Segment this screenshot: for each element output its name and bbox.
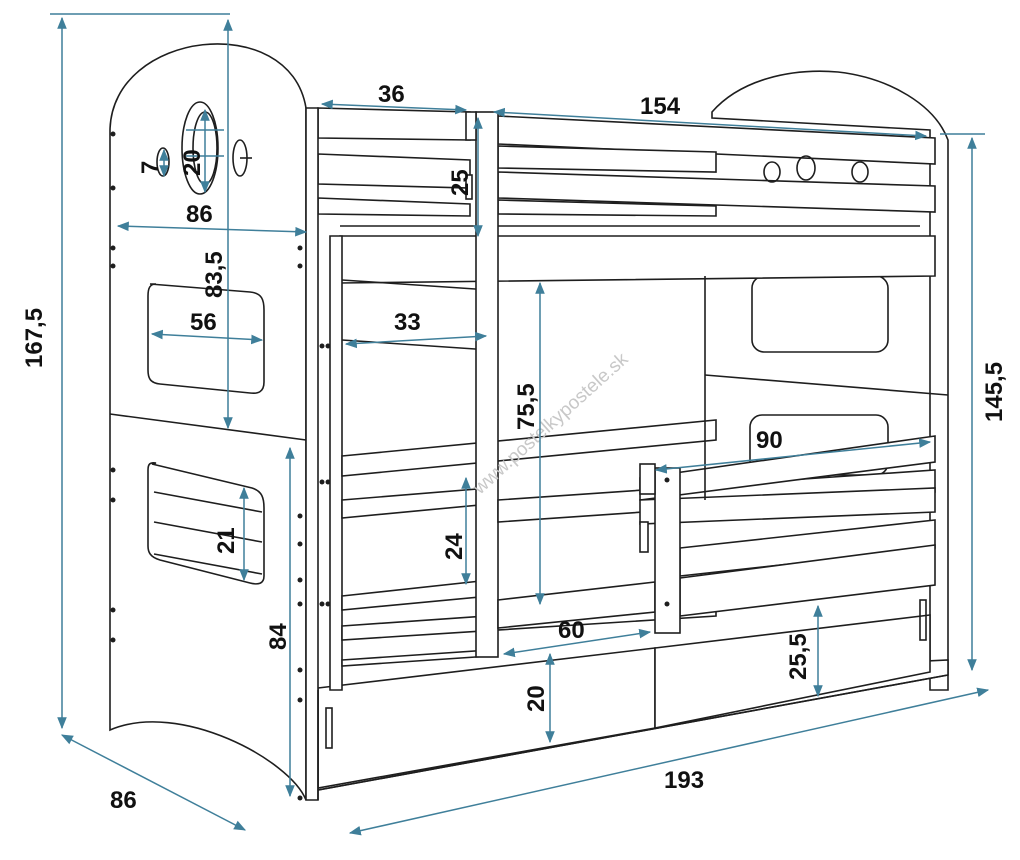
label-ladder-height: 75,5 — [513, 383, 540, 430]
bottom-bunk — [497, 276, 936, 634]
label-window-top-width: 56 — [190, 309, 217, 336]
label-headboard-bottom-height: 84 — [265, 623, 292, 650]
dimension-lines — [50, 13, 990, 836]
label-bottom-gap-width: 60 — [558, 617, 585, 644]
label-window-bottom-height: 21 — [213, 527, 240, 554]
label-drawer-height-left: 20 — [523, 685, 550, 712]
dimension-labels: 167,5 145,5 86 193 86 83,5 84 20 7 56 21… — [21, 81, 1008, 814]
label-headboard-width: 86 — [186, 201, 213, 228]
label-ladder-top-width: 36 — [378, 81, 405, 108]
label-frame-height: 145,5 — [981, 362, 1008, 422]
label-ladder-rung-width: 33 — [394, 309, 421, 336]
label-drawer-height-right: 25,5 — [785, 633, 812, 680]
label-total-height: 167,5 — [21, 308, 48, 368]
top-bunk — [317, 107, 936, 284]
label-top-rail-height: 25 — [447, 169, 474, 196]
label-porthole-large: 20 — [179, 149, 206, 176]
label-porthole-small: 7 — [137, 161, 164, 174]
ladder — [465, 111, 499, 658]
label-headboard-top-height: 83,5 — [201, 251, 228, 298]
label-bottom-rail-length: 90 — [756, 427, 783, 454]
label-length-bottom: 193 — [664, 767, 704, 794]
front-end-panel — [109, 43, 331, 801]
label-depth-bottom: 86 — [110, 787, 137, 814]
label-top-bed-length: 154 — [640, 93, 681, 120]
label-rung-spacing: 24 — [441, 533, 468, 560]
